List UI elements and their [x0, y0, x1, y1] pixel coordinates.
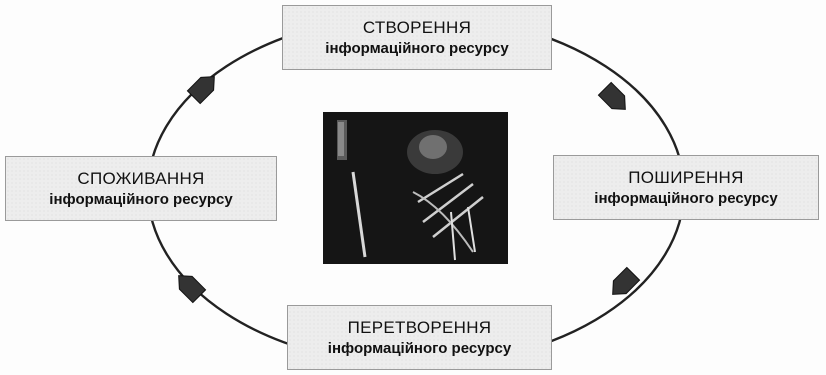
stage-create-title: СТВОРЕННЯ	[363, 17, 471, 39]
stage-create-subtitle: інформаційного ресурсу	[325, 39, 508, 59]
arrow-to-transform-icon	[606, 267, 639, 300]
stage-transform-title: ПЕРЕТВОРЕННЯ	[348, 317, 492, 339]
stage-consume: СПОЖИВАННЯ інформаційного ресурсу	[5, 156, 277, 221]
stage-transform-subtitle: інформаційного ресурсу	[328, 339, 511, 359]
arrow-to-spread-icon	[598, 82, 631, 115]
arrow-to-consume-icon	[172, 269, 205, 302]
stage-spread-title: ПОШИРЕННЯ	[628, 167, 743, 189]
stage-spread: ПОШИРЕННЯ інформаційного ресурсу	[553, 155, 819, 220]
stage-transform: ПЕРЕТВОРЕННЯ інформаційного ресурсу	[287, 305, 552, 370]
arrow-to-create-icon	[187, 70, 220, 103]
stage-consume-subtitle: інформаційного ресурсу	[49, 190, 232, 210]
stage-consume-title: СПОЖИВАННЯ	[77, 168, 204, 190]
center-photo	[323, 112, 508, 264]
stage-spread-subtitle: інформаційного ресурсу	[594, 189, 777, 209]
stage-create: СТВОРЕННЯ інформаційного ресурсу	[282, 5, 552, 70]
